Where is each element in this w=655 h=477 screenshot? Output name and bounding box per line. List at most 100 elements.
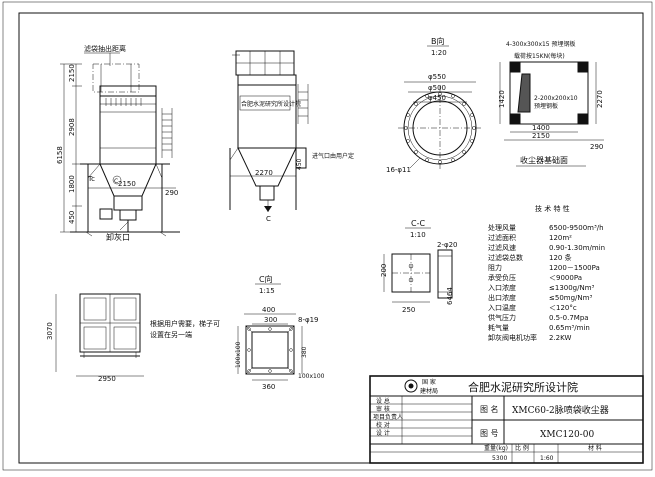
dim-2950: 2950 [98,375,116,383]
scale-label: 比 例 [515,444,529,452]
flange-bolt-holes [404,92,476,164]
tech-key: 出口浓度 [488,293,516,302]
sheet-border [18,12,644,464]
dim-c-400: 400 [262,306,275,314]
dim-c-100x100: 100x100 [298,373,325,380]
dim-1400: 1400 [532,124,550,132]
dim-250: 250 [402,306,415,314]
dim-c-380: 380 [301,346,308,358]
outlet-label: 卸灰口 [106,232,130,242]
tech-value: ≤50mg/Nm³ [549,294,592,302]
dim-2150-f: 2150 [532,132,550,140]
section-cc-scale: 1:10 [410,231,426,239]
row-designer: 设 计 [376,429,390,437]
name-label: 图 名 [480,404,499,414]
front-top-label: 滤袋抽出距离 [84,44,126,53]
side-view: 合肥水泥研究所设计院 进气口由用户定 450 2270 C [229,50,354,223]
dim-c-360: 360 [262,383,275,391]
org-prefix1: 国 家 [422,378,436,386]
foundation-note4: 预埋钢板 [534,102,558,110]
tech-key: 供气压力 [488,313,516,322]
dim-2150: 2150 [68,64,76,82]
inlet-label: 进气口由用户定 [312,152,354,160]
institute-name: 合肥水泥研究所设计院 [468,380,578,394]
institute-logo-icon [404,379,418,393]
dim-6464: 6464 [446,287,454,305]
section-cc-title: C-C [411,219,425,228]
dim-3070: 3070 [46,322,54,340]
dim-inlet-450: 450 [296,158,303,170]
view-b: B向 1:20 φ550 φ500 φ450 16-φ11 [386,36,482,174]
dim-total-6158: 6158 [56,146,64,164]
tech-value: 0.5-0.7Mpa [549,314,589,322]
dim-290: 290 [165,189,178,197]
dim-c-300: 300 [264,316,277,324]
drawing-number: XMC120-00 [540,430,594,440]
scale-value: 1:60 [540,455,554,462]
foundation-outline [509,61,589,125]
view-c: C向 1:15 400 300 8-φ19 100x100 380 100x10… [235,274,325,391]
tech-value: ＜9000Pa [549,274,582,282]
tech-key: 过滤袋总数 [488,253,523,262]
number-label: 图 号 [480,429,499,438]
tech-key: 入口浓度 [488,283,516,292]
row-project-lead: 项目负责人 [373,413,403,421]
view-c-flange [245,325,295,375]
tech-key: 承受负压 [488,273,516,282]
bag-extraction-zone [92,63,140,93]
tech-specs: 技 术 特 性 处理风量 6500-9500m³/h 过滤面积 120m² 过滤风速 0.… [488,204,605,342]
dim-1420: 1420 [498,90,506,108]
dim-d450: φ450 [428,94,446,102]
section-c-mark: C [266,215,271,223]
weight-value: 5300 [492,455,507,462]
tech-key: 过滤面积 [488,233,516,242]
tech-title: 技 术 特 性 [535,204,570,213]
material-label: 材 料 [588,444,602,452]
front-ladder [161,108,173,158]
view-b-scale: 1:20 [431,49,447,57]
side-main-body [237,84,297,149]
tech-value: ≤1300g/Nm³ [549,284,595,292]
tech-value: 0.65m³/min [549,324,590,332]
view-c-holes: 8-φ19 [298,316,319,324]
tech-key: 耗气量 [488,323,509,332]
tech-value: 0.90-1.30m/min [549,244,605,252]
tech-value: 120m² [549,234,572,242]
dim-d550: φ550 [428,73,446,81]
tech-key: 卸灰阀电机功率 [488,333,537,342]
foundation-note2: 载荷按15KN(每块) [514,52,565,60]
plan-view: 3070 2950 根据用户需要，梯子可 设置在另一端 [46,293,220,383]
foundation-plan: 4-300x300x15 预埋钢板 载荷按15KN(每块) 2-200x200x… [498,40,604,167]
dim-1800: 1800 [68,175,76,193]
foundation-title: 收尘器基础面 [520,155,568,165]
name-plate [239,95,291,111]
dim-d500: φ500 [428,84,446,92]
dim-450: 450 [68,211,76,224]
tech-key: 过滤风速 [488,243,516,252]
title-block: 国 家 建材局 合肥水泥研究所设计院 设 总 审 核 项目负责人 校 对 设 计… [369,375,644,464]
plan-note1: 根据用户需要，梯子可 [150,319,220,328]
row-reviewer: 审 核 [376,405,390,413]
foundation-note3: 2-200x200x10 [534,95,578,102]
plate-text: 合肥水泥研究所设计院 [241,100,301,108]
tech-key: 处理风量 [488,223,516,232]
tech-value: ＜120°c [549,304,577,312]
row-chief-designer: 设 总 [376,397,390,405]
dim-2908: 2908 [68,118,76,136]
front-main-body [99,95,157,165]
dim-290-f: 290 [590,143,603,151]
org-prefix2: 建材局 [420,387,438,395]
foundation-note1: 4-300x300x15 预埋钢板 [506,40,576,48]
section-cc: C-C 1:10 2-φ20 200 250 6464 [380,219,458,314]
front-view: 滤袋抽出距离 [56,44,180,242]
tech-value: 1200－1500Pa [549,264,600,272]
drawing-name: XMC60-2脉喷袋收尘器 [512,404,609,416]
c-label: C [114,178,118,185]
tech-value: 6500-9500m³/h [549,224,604,232]
tc-label: Tc [87,175,95,183]
row-checker: 校 对 [376,421,390,429]
view-b-title: B向 [431,36,445,46]
tech-value: 120 条 [549,253,572,262]
